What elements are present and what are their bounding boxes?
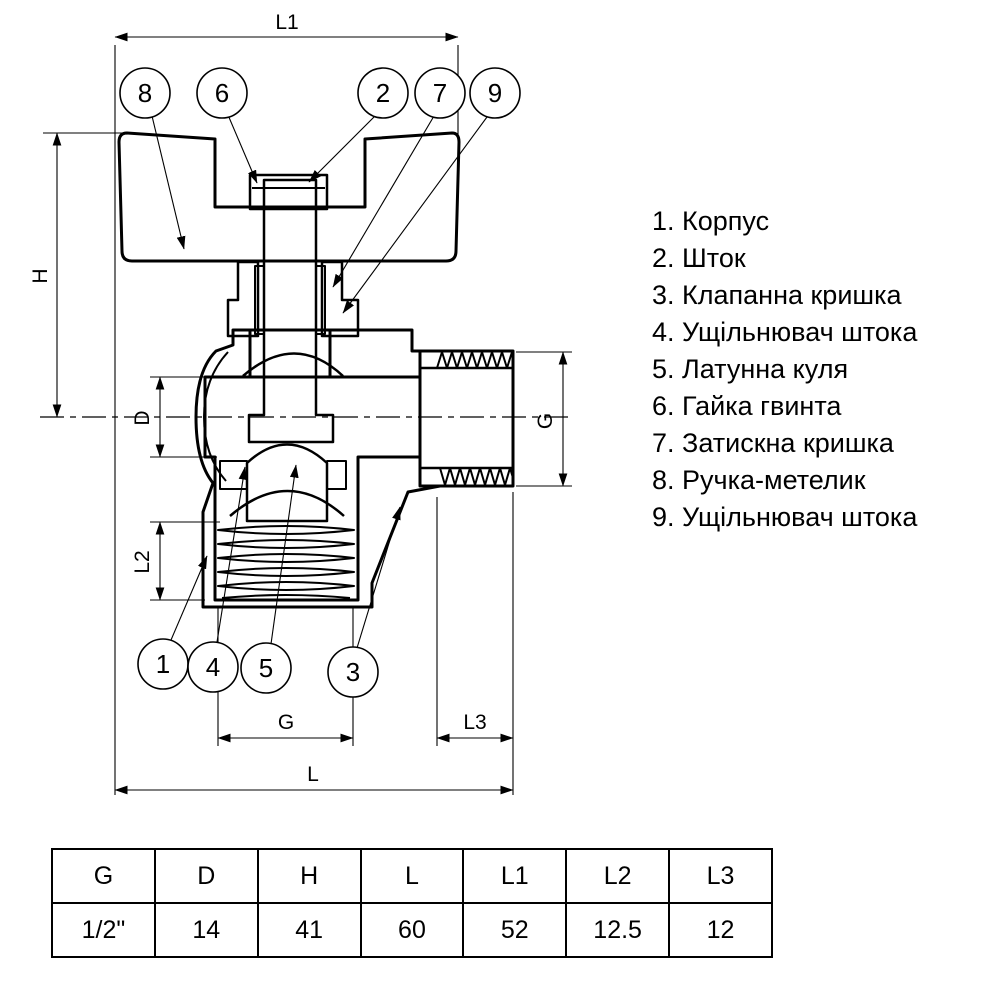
callout-6: 6 — [196, 67, 248, 119]
header-cell-L3: L3 — [668, 848, 773, 904]
parts-list: 1. Корпус 2. Шток 3. Клапанна кришка 4. … — [652, 203, 917, 536]
svg-text:1: 1 — [156, 649, 170, 679]
parts-list-item-5: 5. Латунна куля — [652, 354, 849, 384]
svg-text:8: 8 — [138, 78, 152, 108]
value-cell-L3: 12 — [668, 902, 773, 958]
value-cell-L: 60 — [359, 902, 465, 958]
dimensions-table: G D H L L1 L2 L3 1/2" 14 41 60 52 12.5 1… — [51, 848, 773, 958]
svg-text:3: 3 — [346, 657, 360, 687]
svg-text:9: 9 — [488, 78, 502, 108]
header-cell-L: L — [359, 848, 465, 904]
callout-4: 4 — [187, 641, 239, 693]
parts-list-item-9: 9. Ущільнювач штока — [652, 502, 918, 532]
seat-seal-left — [219, 460, 248, 490]
callout-1: 1 — [137, 638, 189, 690]
dim-label-L3: L3 — [463, 711, 486, 734]
dim-label-L2: L2 — [131, 550, 154, 573]
clamp-cap-right — [320, 260, 360, 338]
callout-3: 3 — [327, 646, 379, 698]
stem-packing-right — [315, 265, 326, 335]
extension-lines — [43, 45, 572, 795]
parts-list-item-2: 2. Шток — [652, 243, 746, 273]
callout-leaders — [151, 113, 488, 649]
seat-seal-right — [326, 460, 347, 490]
value-cell-L1: 52 — [462, 902, 568, 958]
dim-label-L: L — [307, 763, 319, 786]
parts-list-item-3: 3. Клапанна кришка — [652, 280, 902, 310]
callout-8: 8 — [119, 67, 171, 119]
valve-section-drawing: L1 H D L2 G G L3 L 8 6 2 7 9 1 — [29, 11, 572, 795]
stem — [247, 178, 335, 444]
parts-list-item-6: 6. Гайка гвинта — [652, 391, 842, 421]
dim-label-L1: L1 — [275, 11, 298, 34]
svg-text:2: 2 — [376, 78, 390, 108]
header-cell-L2: L2 — [565, 848, 671, 904]
dim-label-G-bottom: G — [278, 711, 294, 734]
value-cell-G: 1/2" — [51, 902, 156, 958]
bonnet-left — [226, 260, 260, 338]
svg-text:7: 7 — [433, 78, 447, 108]
parts-list-item-1: 1. Корпус — [652, 206, 770, 236]
svg-text:6: 6 — [215, 78, 229, 108]
male-thread-bottom — [439, 467, 514, 486]
value-cell-H: 41 — [256, 902, 362, 958]
valve-body — [194, 328, 515, 609]
butterfly-handle — [117, 131, 461, 263]
callout-5: 5 — [240, 642, 292, 694]
value-cell-D: 14 — [153, 902, 259, 958]
svg-text:5: 5 — [259, 653, 273, 683]
ball-lower-arc — [229, 489, 345, 517]
dimensions-table-value-row: 1/2" 14 41 60 52 12.5 12 — [51, 902, 773, 958]
callout-7: 7 — [414, 67, 466, 119]
body-left-cap-arc — [203, 351, 229, 482]
value-cell-L2: 12.5 — [565, 902, 671, 958]
callout-2: 2 — [357, 67, 409, 119]
male-thread-top — [436, 351, 513, 369]
parts-list-item-7: 7. Затискна кришка — [652, 428, 894, 458]
dimension-lines — [52, 32, 568, 795]
header-cell-L1: L1 — [462, 848, 568, 904]
parts-list-item-4: 4. Ущільнювач штока — [652, 317, 918, 347]
dimensions-table-header-row: G D H L L1 L2 L3 — [51, 848, 773, 904]
dim-label-G-side: G — [534, 413, 557, 429]
callout-9: 9 — [469, 67, 521, 119]
svg-text:4: 4 — [206, 652, 220, 682]
dim-label-H: H — [29, 268, 52, 283]
female-thread-coils — [217, 525, 355, 599]
stem-packing-left — [254, 265, 265, 335]
stem-nut — [248, 173, 329, 211]
upper-seal-dome — [242, 352, 344, 377]
header-cell-H: H — [256, 848, 362, 904]
parts-list-item-8: 8. Ручка-метелик — [652, 465, 866, 495]
dim-label-D: D — [131, 410, 154, 425]
brass-ball — [245, 443, 329, 523]
header-cell-G: G — [51, 848, 156, 904]
header-cell-D: D — [153, 848, 259, 904]
